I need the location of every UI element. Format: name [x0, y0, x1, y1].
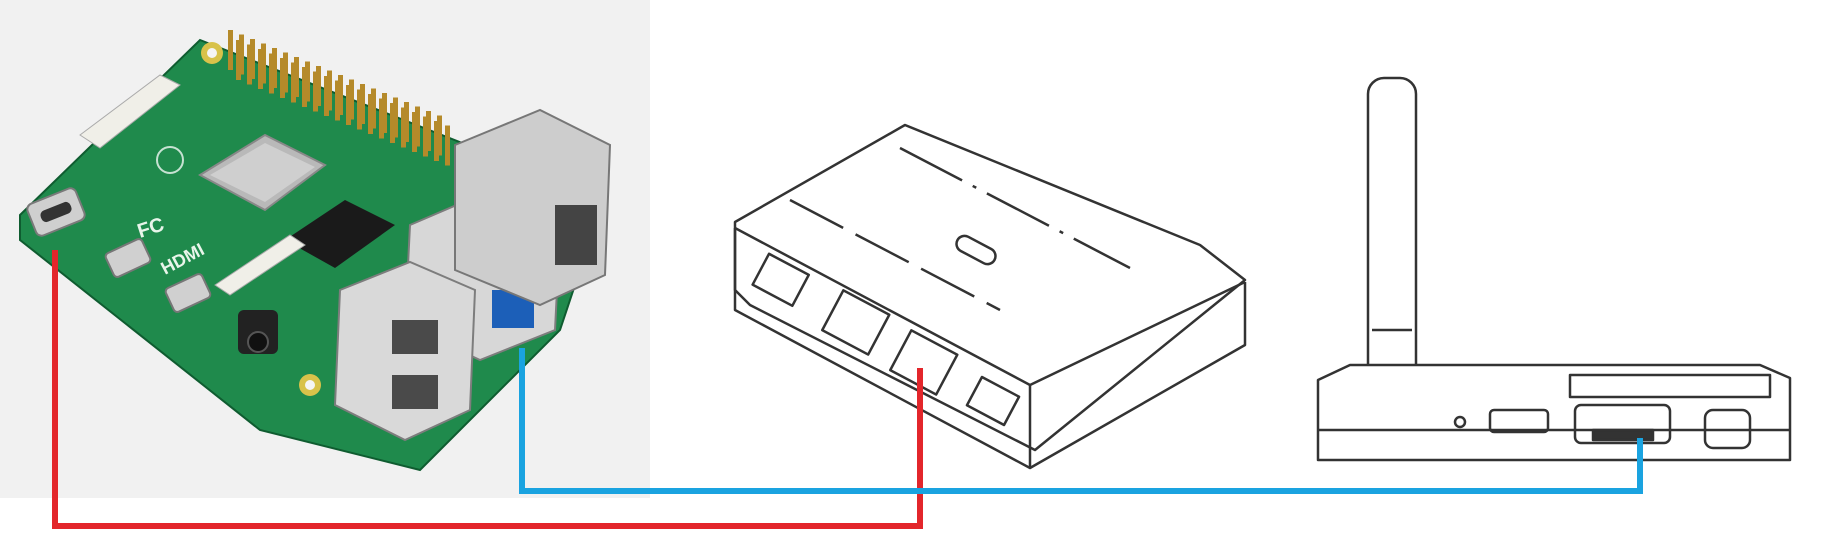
- dongle-top-slot: [1568, 373, 1772, 399]
- gpio-pin: [346, 85, 351, 125]
- gpio-pin: [349, 79, 354, 120]
- hub-seam-line: [899, 146, 1131, 270]
- gpio-pin: [239, 34, 244, 75]
- gpio-pin: [305, 61, 310, 102]
- hub-top-outline: [733, 123, 1247, 452]
- dongle-usb-port: [1573, 403, 1672, 445]
- gpio-pin: [357, 89, 362, 130]
- dongle-switch: [1488, 408, 1550, 434]
- gpio-pin: [327, 70, 332, 111]
- power-cable: [52, 250, 923, 529]
- gpio-pin: [412, 112, 417, 152]
- dongle-usb-opening: [1591, 428, 1655, 442]
- dongle-drawing: [1316, 76, 1792, 462]
- gpio-pin: [426, 111, 431, 151]
- gpio-pin: [371, 88, 376, 129]
- gpio-pin: [250, 39, 255, 79]
- gpio-pin: [338, 75, 343, 115]
- gpio-pin: [258, 49, 263, 89]
- hub-port-2: [820, 289, 891, 356]
- gpio-header: [228, 30, 450, 166]
- gpio-pin: [368, 94, 373, 134]
- gpio-pin: [404, 102, 409, 142]
- gpio-pin: [247, 44, 252, 85]
- gpio-pin: [291, 62, 296, 103]
- gpio-pin: [379, 98, 384, 139]
- mount-hole-center: [305, 380, 315, 390]
- usb2-port-bottom: [392, 375, 438, 409]
- gpio-pin: [269, 53, 274, 94]
- gpio-pin: [324, 76, 329, 116]
- gpio-pin: [280, 58, 285, 98]
- usb-cable: [519, 348, 1643, 494]
- gpio-pin: [390, 103, 395, 143]
- hub-port-1: [751, 252, 811, 308]
- usb-c-opening: [40, 201, 72, 223]
- micro-hdmi-port-1: [164, 273, 212, 313]
- mount-hole-center: [207, 48, 217, 58]
- gpio-pin: [294, 57, 299, 97]
- dongle-led: [1453, 415, 1467, 429]
- dongle-button: [1703, 408, 1752, 450]
- dongle-body: [1316, 363, 1792, 462]
- hub-top-edge: [734, 226, 1246, 387]
- gpio-pin: [423, 116, 428, 157]
- gpio-pin: [236, 40, 241, 80]
- hub-seam-line: [789, 198, 1001, 312]
- gpio-pin: [335, 80, 340, 121]
- gpio-pin: [415, 106, 420, 147]
- gpio-pin: [313, 71, 318, 112]
- ram-chip: [285, 200, 395, 268]
- gpio-pin: [302, 67, 307, 107]
- audio-jack-hole: [247, 331, 269, 353]
- micro-hdmi-port-0: [104, 238, 152, 278]
- hub-port-4: [965, 375, 1021, 427]
- gpio-pin: [272, 48, 277, 88]
- gpio-pin: [228, 30, 233, 70]
- usb2-port-top: [392, 320, 438, 354]
- gpio-pin: [437, 115, 442, 156]
- soc-lid: [210, 143, 315, 202]
- hub-port-3: [888, 329, 959, 396]
- gpio-pin: [401, 107, 406, 148]
- gpio-pin: [316, 66, 321, 106]
- gpio-pin: [393, 97, 398, 138]
- hub-led-slot: [955, 234, 997, 266]
- gpio-pin: [360, 84, 365, 124]
- hub-box-drawing: [733, 123, 1247, 470]
- gpio-pin: [434, 121, 439, 161]
- gpio-pin: [283, 52, 288, 93]
- raspberry-logo-icon: [156, 146, 184, 174]
- ethernet-opening: [555, 205, 597, 265]
- raspberry-pi-photo: FC HDMI: [0, 0, 650, 498]
- gpio-pin: [445, 125, 450, 166]
- gpio-pin: [382, 93, 387, 133]
- gpio-pin: [261, 43, 266, 84]
- camera-connector: [214, 234, 306, 296]
- display-connector: [79, 74, 181, 149]
